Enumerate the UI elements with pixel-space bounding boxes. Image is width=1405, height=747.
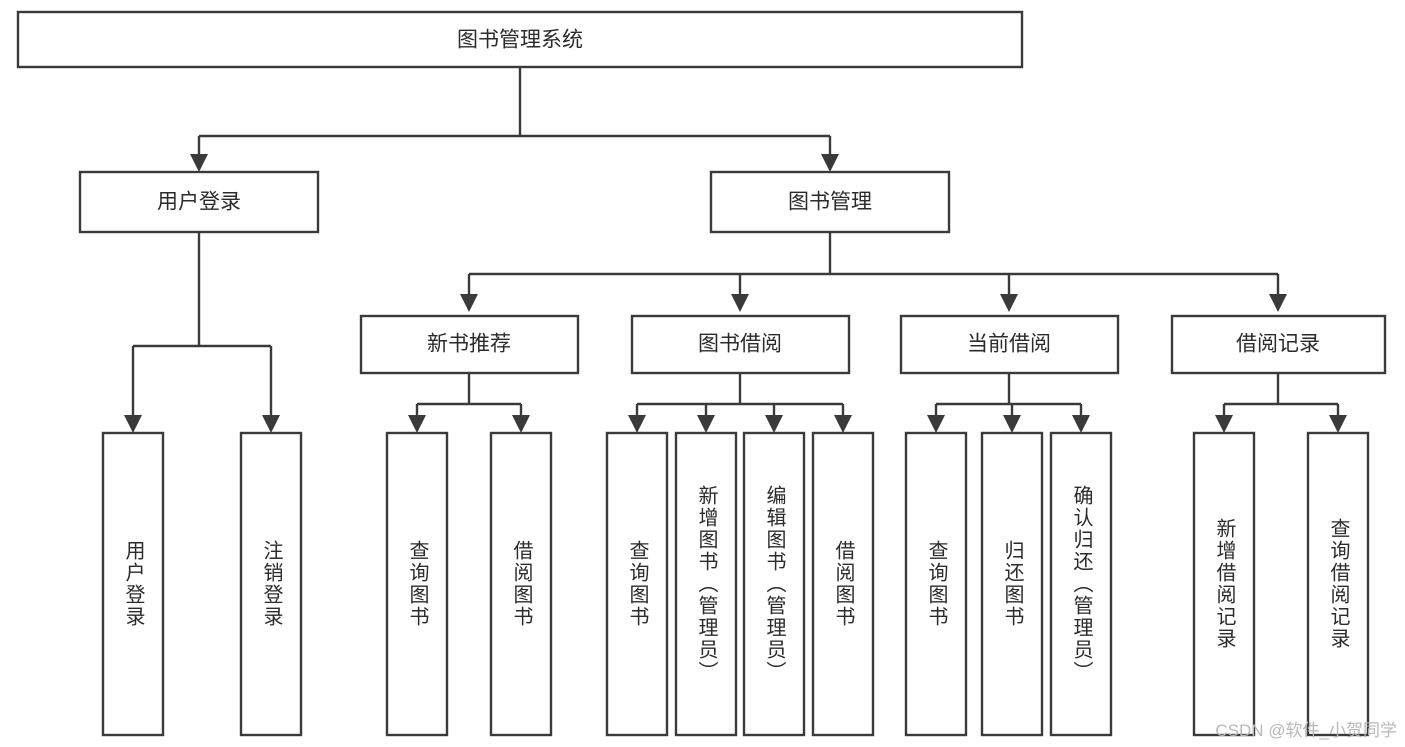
- edge-userlogin-bus: [131, 232, 273, 415]
- leaf-cb-query-book[interactable]: 查询图书: [904, 431, 968, 737]
- leaf-cb-confirm-return[interactable]: 确认归还（管理员）: [1049, 431, 1113, 737]
- edge-newbook-bus: [415, 373, 523, 415]
- arrow-nb-query-book: [408, 415, 426, 433]
- leaf-user-login-label: 用户登录: [122, 540, 145, 628]
- edge-currentborrow-bus: [934, 373, 1083, 415]
- node-book-manage-label: 图书管理: [788, 191, 872, 214]
- leaf-br-query-record[interactable]: 查询借阅记录: [1306, 431, 1370, 737]
- node-book-borrow-label: 图书借阅: [698, 333, 782, 356]
- leaf-bb-query-book[interactable]: 查询图书: [605, 431, 669, 737]
- arrow-bb-add-book: [697, 415, 715, 433]
- node-root-system[interactable]: 图书管理系统: [16, 10, 1024, 69]
- arrow-bb-query-book: [628, 415, 646, 433]
- leaf-bb-borrow-book-label: 借阅图书: [832, 540, 855, 628]
- leaf-nb-query-book[interactable]: 查询图书: [385, 431, 449, 737]
- arrow-br-add-record: [1215, 415, 1233, 433]
- arrow-to-leaf-user-login: [124, 415, 142, 433]
- leaf-nb-query-book-label: 查询图书: [406, 540, 429, 628]
- arrow-to-book-borrow: [731, 294, 749, 312]
- edge-borrowrecord-bus: [1222, 373, 1340, 415]
- node-book-manage[interactable]: 图书管理: [709, 170, 951, 234]
- leaf-br-add-record[interactable]: 新增借阅记录: [1192, 431, 1256, 737]
- leaf-user-login[interactable]: 用户登录: [101, 431, 165, 737]
- leaf-cb-confirm-return-label: 确认归还（管理员）: [1070, 485, 1093, 683]
- leaf-bb-edit-book[interactable]: 编辑图书（管理员）: [742, 431, 806, 737]
- node-borrow-record[interactable]: 借阅记录: [1170, 314, 1387, 375]
- arrow-to-leaf-logout: [262, 415, 280, 433]
- arrow-to-current-borrow: [1000, 294, 1018, 312]
- node-new-book-recommend-label: 新书推荐: [427, 333, 511, 356]
- leaf-bb-borrow-book[interactable]: 借阅图书: [811, 431, 875, 737]
- edges-layer: [124, 67, 1347, 433]
- leaf-bb-query-book-label: 查询图书: [626, 540, 649, 628]
- arrow-br-query-record: [1329, 415, 1347, 433]
- leaf-logout[interactable]: 注销登录: [239, 431, 303, 737]
- leaf-logout-label: 注销登录: [260, 540, 283, 628]
- node-book-borrow[interactable]: 图书借阅: [630, 314, 851, 375]
- csdn-watermark: CSDN @软件_小贺同学: [1215, 721, 1397, 740]
- edge-root-bus: [197, 67, 832, 154]
- nodes-layer: 图书管理系统 用户登录 图书管理 新书推荐 图书借阅: [16, 10, 1387, 737]
- arrow-to-user-login: [190, 154, 208, 172]
- leaf-bb-add-book-label: 新增图书（管理员）: [695, 485, 718, 683]
- edge-bookborrow-bus: [635, 373, 845, 415]
- node-current-borrow-label: 当前借阅: [967, 333, 1051, 356]
- node-new-book-recommend[interactable]: 新书推荐: [359, 314, 580, 375]
- arrow-cb-query-book: [927, 415, 945, 433]
- node-current-borrow[interactable]: 当前借阅: [899, 314, 1120, 375]
- arrow-to-new-book: [460, 294, 478, 312]
- arrow-to-borrow-record: [1269, 294, 1287, 312]
- arrow-nb-borrow-book: [512, 415, 530, 433]
- leaf-bb-add-book[interactable]: 新增图书（管理员）: [674, 431, 738, 737]
- leaf-nb-borrow-book[interactable]: 借阅图书: [489, 431, 553, 737]
- leaf-cb-return-book-label: 归还图书: [1001, 540, 1024, 628]
- leaf-br-query-record-label: 查询借阅记录: [1327, 518, 1350, 650]
- arrow-bb-edit-book: [765, 415, 783, 433]
- node-user-login[interactable]: 用户登录: [78, 170, 320, 234]
- leaf-br-add-record-label: 新增借阅记录: [1213, 518, 1236, 650]
- leaf-bb-edit-book-label: 编辑图书（管理员）: [763, 485, 786, 683]
- arrow-bb-borrow-book: [834, 415, 852, 433]
- edge-bookmanage-bus: [467, 232, 1280, 294]
- leaf-cb-return-book[interactable]: 归还图书: [980, 431, 1044, 737]
- node-user-login-label: 用户登录: [157, 191, 241, 214]
- arrow-to-book-manage: [821, 154, 839, 172]
- arrow-cb-return-book: [1003, 415, 1021, 433]
- node-borrow-record-label: 借阅记录: [1236, 333, 1320, 356]
- leaf-cb-query-book-label: 查询图书: [925, 540, 948, 628]
- leaf-nb-borrow-book-label: 借阅图书: [510, 540, 533, 628]
- arrow-cb-confirm-return: [1072, 415, 1090, 433]
- node-root-label: 图书管理系统: [457, 29, 583, 52]
